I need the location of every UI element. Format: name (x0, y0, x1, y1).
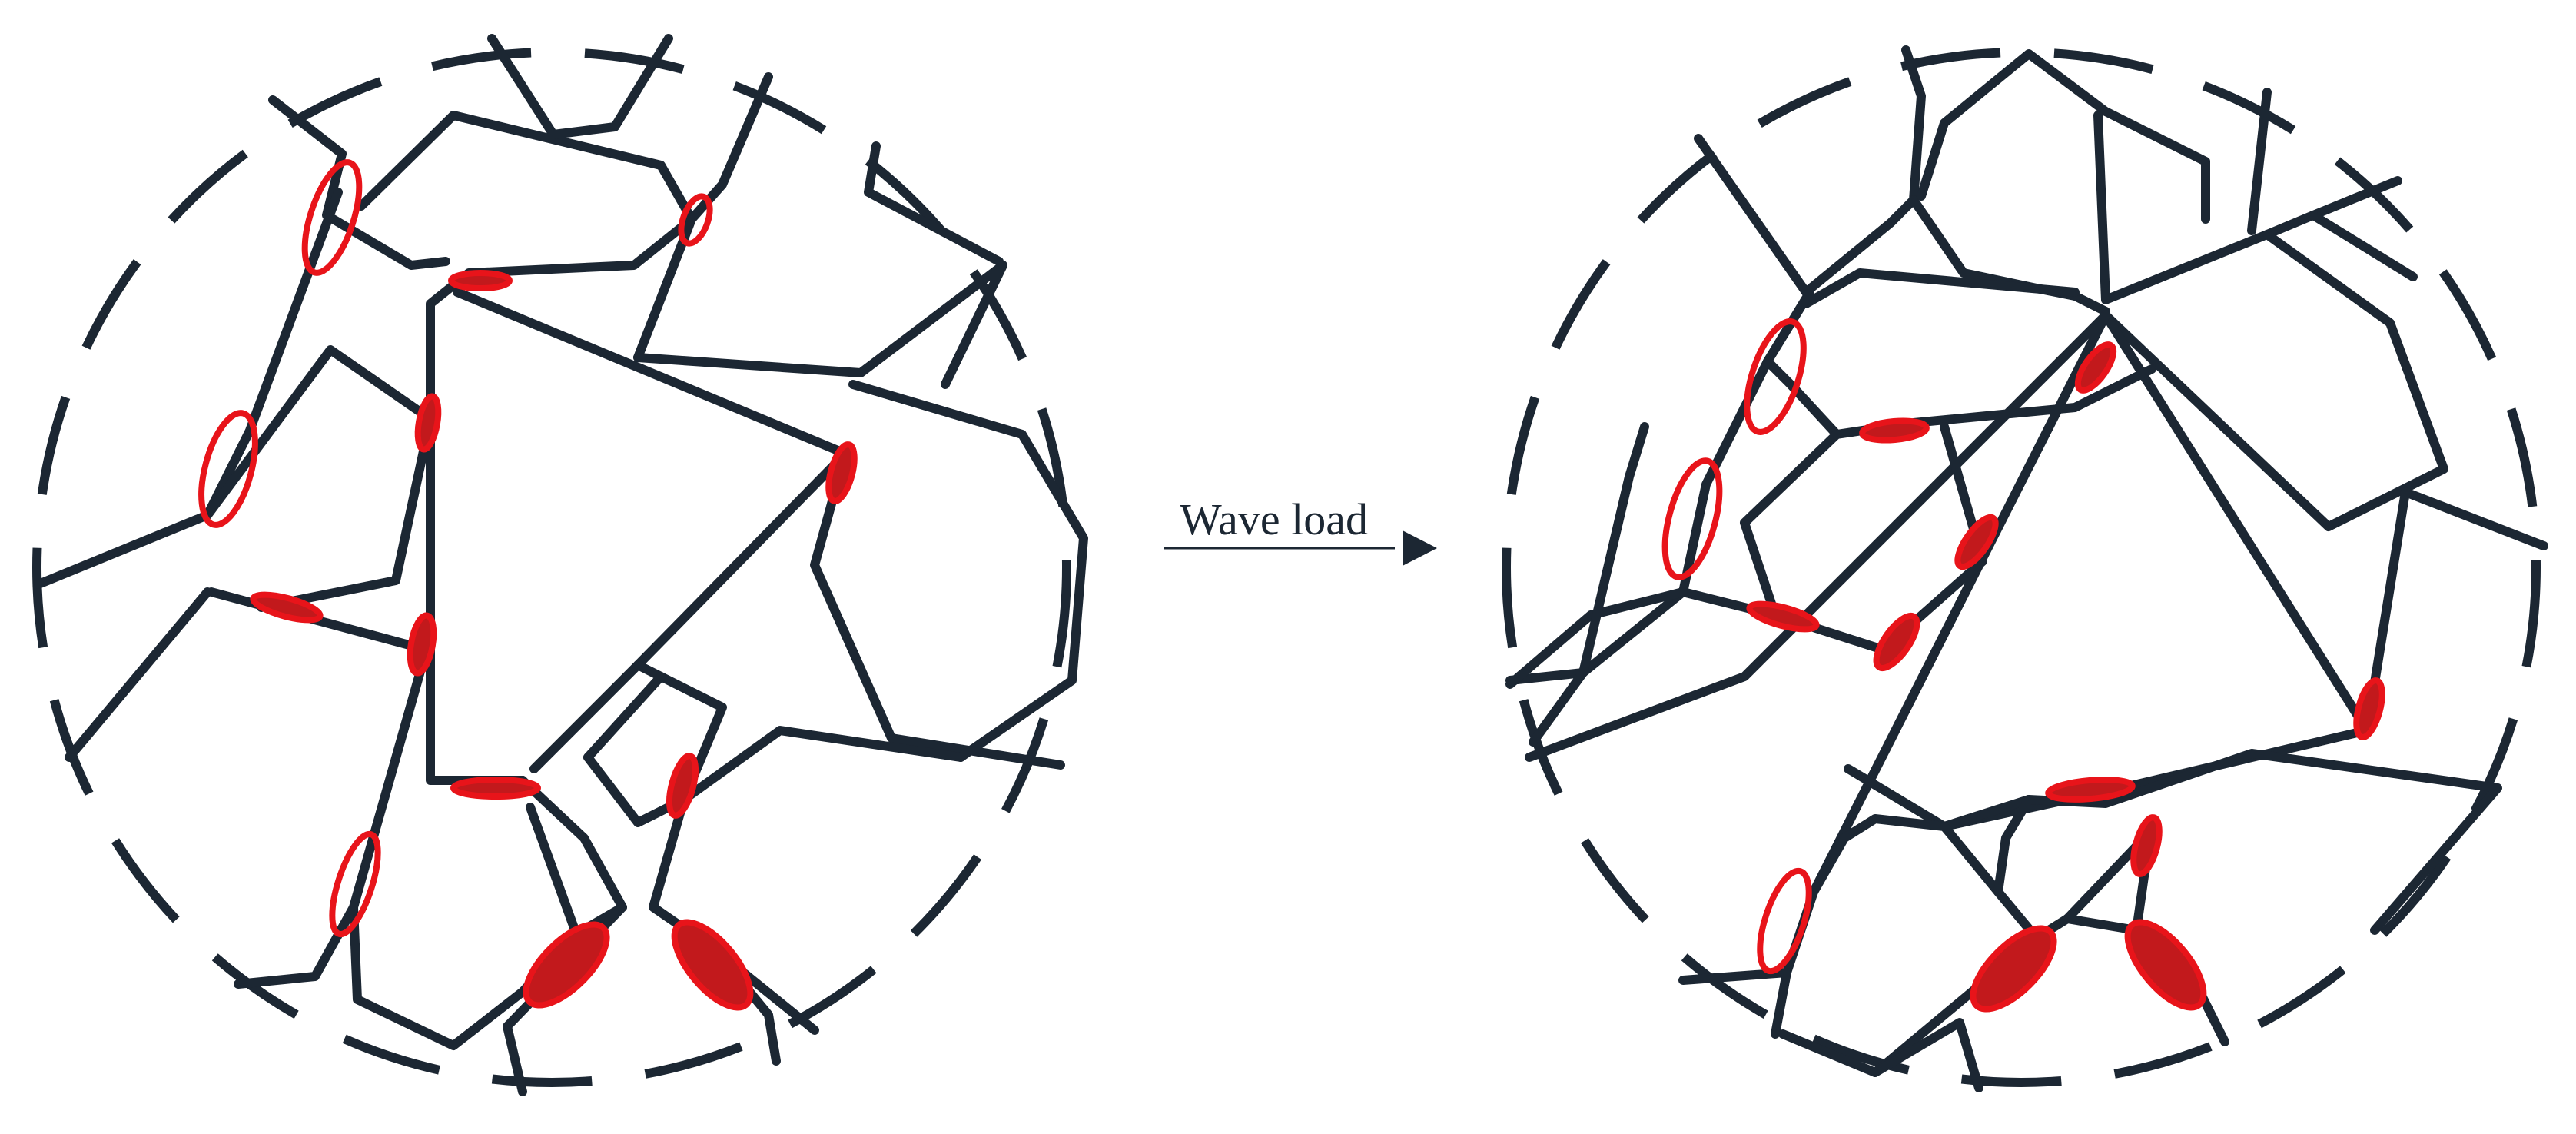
joint-marker (448, 270, 513, 291)
wave-load-arrow: Wave load (1164, 494, 1437, 566)
joint-marker (678, 193, 713, 247)
joint-marker (2353, 677, 2385, 740)
right-segment (2063, 914, 2141, 935)
joint-marker (1859, 417, 1930, 444)
joint-marker (2074, 341, 2117, 394)
left-segment (34, 188, 343, 589)
right-segment (2247, 88, 2272, 235)
right-segment (1940, 749, 2502, 935)
left-segment (203, 345, 435, 612)
left-segment (633, 72, 773, 362)
right-segment (1771, 968, 1791, 1039)
right-segment (1505, 587, 1688, 689)
joint-marker (1661, 457, 1723, 580)
joint-marker (250, 591, 324, 624)
left-segment (357, 111, 696, 785)
joint-marker (1744, 318, 1807, 435)
left-segment (633, 261, 1007, 389)
joint-marker (2124, 919, 2207, 1011)
joint-marker (523, 921, 610, 1009)
left-segment (518, 776, 627, 939)
left-segment (679, 726, 965, 804)
arrow-head (1403, 530, 1437, 566)
joint-marker (198, 410, 258, 528)
right-panel (1502, 45, 2548, 1092)
right-segment (1778, 1018, 1983, 1092)
right-segment (1505, 587, 1780, 685)
joint-marker (329, 830, 381, 938)
right-segment (1993, 795, 2033, 896)
right-segment (2093, 111, 2402, 304)
right-boundary-circle (1502, 48, 2541, 1087)
joint-marker (671, 919, 754, 1011)
left-segment (848, 380, 1088, 762)
right-segment (1809, 814, 2072, 943)
joint-marker (2130, 814, 2163, 877)
right-segment (1801, 268, 2080, 308)
left-segment (583, 672, 666, 762)
joint-marker (301, 159, 363, 276)
left-segment (487, 34, 673, 139)
left-boundary-circle (32, 48, 1071, 1087)
joint-marker (450, 777, 541, 800)
joint-marker (1970, 925, 2057, 1013)
left-panel (32, 34, 1088, 1096)
joint-marker (666, 753, 699, 819)
left-segment (864, 141, 1004, 266)
joint-marker (1757, 867, 1812, 975)
left-joint-markers (198, 159, 858, 1011)
right-segment (2401, 487, 2548, 550)
arrow-label: Wave load (1180, 494, 1368, 544)
joint-marker (1746, 600, 1820, 633)
joint-marker (1954, 514, 1999, 570)
right-segment (1529, 422, 1649, 747)
right-joint-markers (1661, 318, 2385, 1013)
left-segment (453, 288, 1065, 770)
joint-marker (414, 393, 442, 453)
joint-marker (825, 441, 858, 504)
left-segment (529, 449, 850, 773)
joint-marker (2045, 777, 2136, 803)
right-segment (2309, 211, 2418, 281)
right-segment (1694, 134, 1918, 297)
right-segment (2101, 230, 2448, 531)
joint-marker (1873, 612, 1920, 672)
right-segment (1525, 311, 2110, 762)
right-segment (1917, 49, 2210, 224)
joint-marker (407, 612, 437, 677)
left-segment (65, 587, 212, 762)
right-segment (2101, 311, 2410, 735)
left-segment (234, 903, 358, 989)
